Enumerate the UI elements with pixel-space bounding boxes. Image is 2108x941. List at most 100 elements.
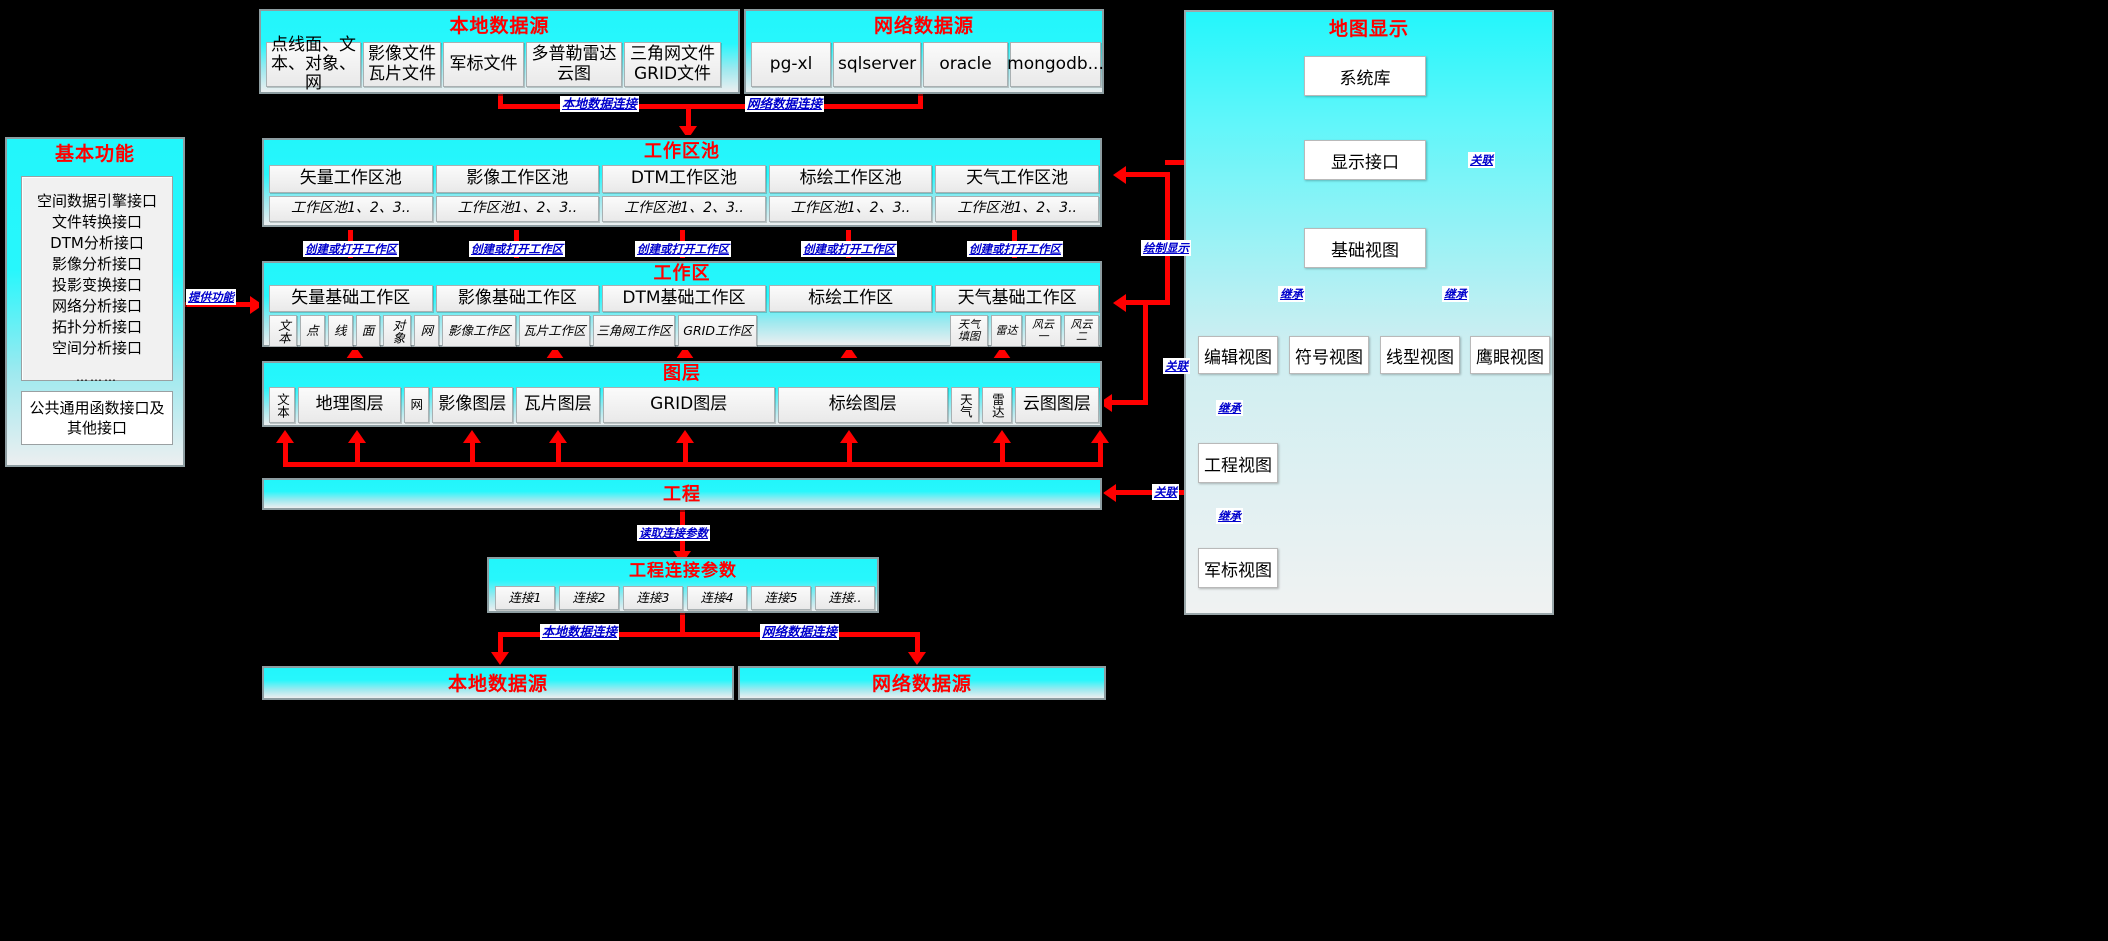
pool-sub-0[interactable]: 工作区池1、2、3.. [269, 196, 433, 222]
layer-tile[interactable]: 瓦片图层 [515, 387, 600, 423]
arrow-proj-2 [348, 430, 366, 443]
wa-sub-poly[interactable]: 面 [355, 315, 381, 347]
net-item-3[interactable]: mongodb... [1007, 42, 1104, 87]
wa-sub-text[interactable]: 文本 [269, 315, 297, 347]
wa-sub-image[interactable]: 影像工作区 [442, 315, 517, 347]
layer-geo[interactable]: 地理图层 [298, 387, 402, 423]
wa-item-2[interactable]: DTM基础工作区 [602, 285, 766, 312]
network-data-source-items: pg-xl sqlserver oracle mongodb... [751, 42, 1104, 87]
project-title: 工程 [663, 484, 701, 505]
wa-sub-line[interactable]: 线 [327, 315, 353, 347]
wa-sub-tile[interactable]: 瓦片工作区 [519, 315, 590, 347]
arrow-proj-3 [463, 430, 481, 443]
conn-item-0[interactable]: 连接1 [495, 586, 555, 610]
pool-item-1[interactable]: 影像工作区池 [435, 165, 600, 193]
conn-item-2[interactable]: 连接3 [623, 586, 683, 610]
pool-sub-4[interactable]: 工作区池1、2、3.. [935, 196, 1099, 222]
local-data-source-title: 本地数据源 [449, 15, 550, 37]
arrow-disp-wa [1113, 294, 1126, 312]
pool-item-4[interactable]: 天气工作区池 [935, 165, 1099, 193]
project-conn-items: 连接1 连接2 连接3 连接4 连接5 连接.. [495, 586, 875, 610]
network-data-source-title: 网络数据源 [873, 15, 974, 37]
layer-cloud[interactable]: 云图图层 [1014, 387, 1099, 423]
net-item-0[interactable]: pg-xl [751, 42, 832, 87]
project-view-box[interactable]: 工程视图 [1198, 443, 1278, 483]
layer-text[interactable]: 文本 [269, 387, 295, 423]
conn-proj-up-3 [470, 440, 475, 466]
arrow-proj-7 [993, 430, 1011, 443]
layer-plot[interactable]: 标绘图层 [777, 387, 948, 423]
pool-item-0[interactable]: 矢量工作区池 [269, 165, 433, 193]
conn-item-5[interactable]: 连接.. [815, 586, 875, 610]
edge-label-draw-display: 绘制显示 [1141, 240, 1191, 256]
conn-proj-up-4 [556, 440, 561, 466]
conn-proj-h [283, 462, 1103, 467]
local-item-2[interactable]: 军标文件 [443, 42, 524, 87]
iface-0: 空间数据引擎接口 [36, 192, 157, 210]
conn-item-3[interactable]: 连接4 [687, 586, 747, 610]
linetype-view-box[interactable]: 线型视图 [1380, 336, 1460, 374]
edge-label-inherit-3: 继承 [1216, 508, 1243, 524]
pool-item-3[interactable]: 标绘工作区池 [768, 165, 933, 193]
edit-view-box[interactable]: 编辑视图 [1198, 336, 1278, 374]
net-item-2[interactable]: oracle [923, 42, 1008, 87]
wa-sub-fy2[interactable]: 风云二 [1063, 315, 1100, 347]
arrow-proj-1 [276, 430, 294, 443]
conn-relate-layer-h [1112, 400, 1148, 405]
conn-item-4[interactable]: 连接5 [751, 586, 811, 610]
local-item-3[interactable]: 多普勒雷达云图 [526, 42, 622, 87]
workarea-title: 工作区 [653, 263, 711, 284]
layers-panel: 图层 文本 地理图层 网 影像图层 瓦片图层 GRID图层 标绘图层 天气 雷达… [262, 361, 1102, 427]
bottom-local-source-panel[interactable]: 本地数据源 [262, 666, 734, 700]
pool-sub-3[interactable]: 工作区池1、2、3.. [768, 196, 933, 222]
project-panel[interactable]: 工程 [262, 478, 1102, 510]
wa-sub-weather-map[interactable]: 天气填图 [950, 315, 988, 347]
eagleeye-view-box[interactable]: 鹰眼视图 [1470, 336, 1550, 374]
conn-disp-wa-h [1126, 300, 1170, 305]
arrow-proj-5 [676, 430, 694, 443]
base-view-box[interactable]: 基础视图 [1304, 228, 1426, 268]
edge-label-create-open-1: 创建或打开工作区 [469, 241, 565, 257]
layer-image[interactable]: 影像图层 [432, 387, 513, 423]
wa-sub-point[interactable]: 点 [300, 315, 325, 347]
wa-item-3[interactable]: 标绘工作区 [768, 285, 933, 312]
wa-sub-net[interactable]: 网 [414, 315, 440, 347]
wa-sub-tin[interactable]: 三角网工作区 [592, 315, 676, 347]
wa-item-1[interactable]: 影像基础工作区 [435, 285, 600, 312]
arrow-relate-proj [1103, 484, 1116, 502]
bottom-net-source-panel[interactable]: 网络数据源 [738, 666, 1106, 700]
conn-proj-up-7 [1000, 440, 1005, 466]
local-data-source-panel: 本地数据源 点线面、文本、对象、网 影像文件瓦片文件 军标文件 多普勒雷达云图 … [259, 9, 740, 94]
local-item-0[interactable]: 点线面、文本、对象、网 [266, 35, 361, 93]
net-item-1[interactable]: sqlserver [833, 42, 922, 87]
bottom-local-source-title: 本地数据源 [447, 673, 548, 695]
layer-weather[interactable]: 天气 [950, 387, 979, 423]
workarea-panel: 工作区 矢量基础工作区 影像基础工作区 DTM基础工作区 标绘工作区 天气基础工… [262, 261, 1102, 347]
wa-sub-radar[interactable]: 雷达 [990, 315, 1023, 347]
display-iface-box[interactable]: 显示接口 [1304, 140, 1426, 180]
sys-lib-box[interactable]: 系统库 [1304, 56, 1426, 96]
iface-4: 投影变换接口 [51, 276, 142, 294]
pool-item-2[interactable]: DTM工作区池 [602, 165, 766, 193]
pool-sub-1[interactable]: 工作区池1、2、3.. [435, 196, 600, 222]
pool-sub-2[interactable]: 工作区池1、2、3.. [602, 196, 766, 222]
wa-sub-grid[interactable]: GRID工作区 [678, 315, 758, 347]
wa-item-4[interactable]: 天气基础工作区 [935, 285, 1099, 312]
wa-sub-object[interactable]: 对象 [383, 315, 412, 347]
layers-title: 图层 [663, 363, 701, 384]
symbol-view-box[interactable]: 符号视图 [1289, 336, 1369, 374]
conn-item-1[interactable]: 连接2 [559, 586, 619, 610]
basic-function-title: 基本功能 [54, 143, 135, 165]
military-view-box[interactable]: 军标视图 [1198, 548, 1278, 588]
map-display-title: 地图显示 [1328, 18, 1409, 40]
local-item-1[interactable]: 影像文件瓦片文件 [363, 42, 441, 87]
wa-item-0[interactable]: 矢量基础工作区 [269, 285, 433, 312]
arrow-bottom-local [491, 652, 509, 665]
map-display-panel: 地图显示 [1184, 10, 1554, 615]
iface-8: ……… [76, 370, 118, 384]
wa-sub-fy1[interactable]: 风云一 [1025, 315, 1061, 347]
layer-radar[interactable]: 雷达 [981, 387, 1012, 423]
layer-net[interactable]: 网 [404, 387, 430, 423]
layer-grid[interactable]: GRID图层 [602, 387, 775, 423]
